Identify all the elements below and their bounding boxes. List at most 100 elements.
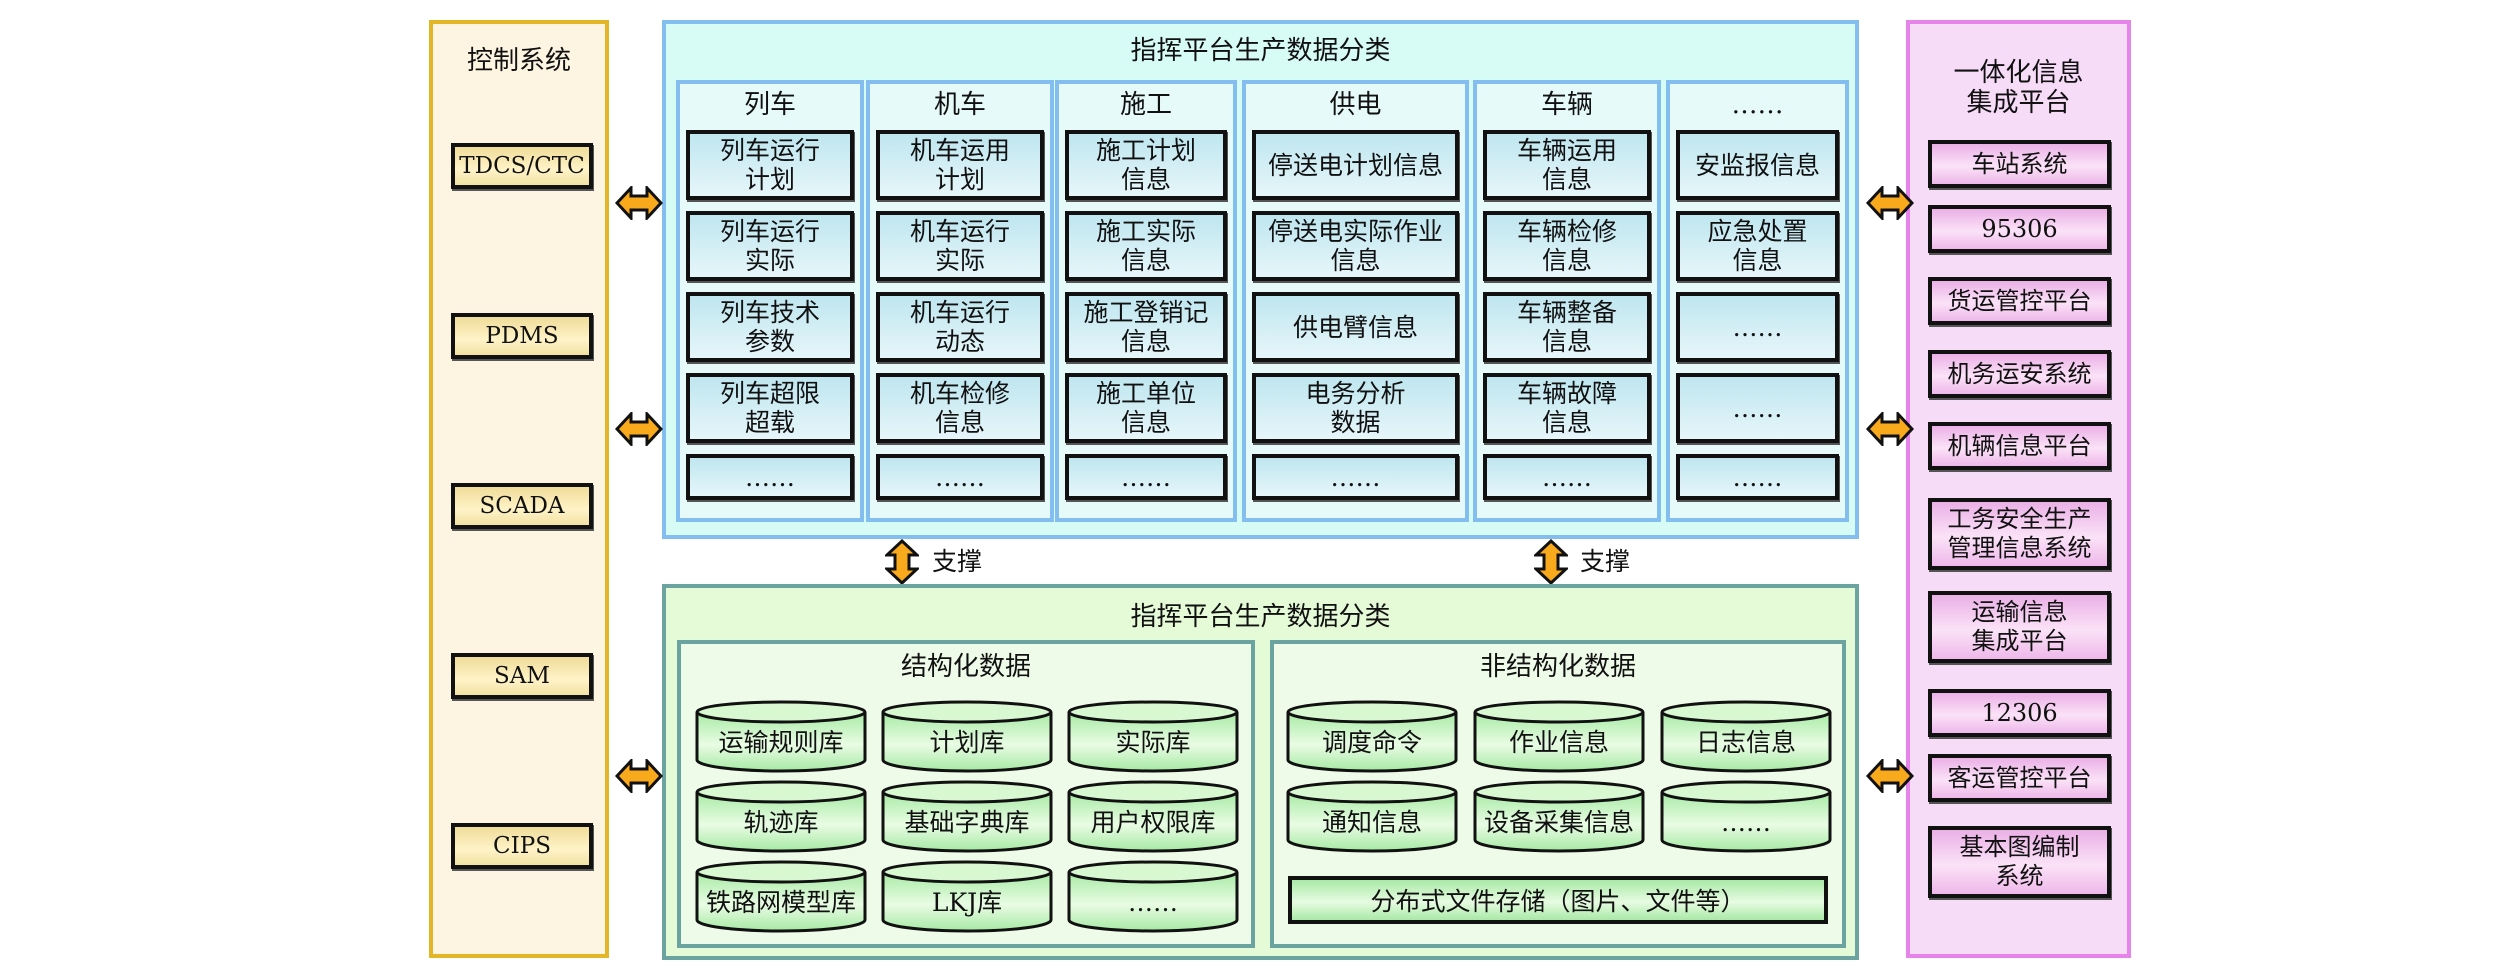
database-cylinder-icon <box>1286 700 1458 773</box>
control-system-cips: CIPS <box>451 823 593 869</box>
database-cylinder-icon <box>695 860 867 933</box>
database-item: 实际库 <box>1067 700 1239 774</box>
platform-item: 机辆信息平台 <box>1928 422 2111 470</box>
column-header: 列车 <box>743 90 796 120</box>
support-label: 支撑 <box>932 547 983 576</box>
support-label: 支撑 <box>1580 547 1631 576</box>
database-cylinder-icon <box>695 700 867 773</box>
database-label: …… <box>1721 808 1771 837</box>
category-column-train: 列车 列车运行 计划 列车运行 实际 列车技术 参数 列车超限 超载 …… <box>676 80 864 522</box>
category-item: …… <box>1252 454 1459 500</box>
database-item: …… <box>1067 860 1239 934</box>
database-item: …… <box>1660 780 1832 854</box>
category-item: 机车运用 计划 <box>876 130 1044 200</box>
platform-item: 基本图编制 系统 <box>1928 826 2111 898</box>
column-header: 机车 <box>933 90 986 120</box>
category-item: 供电臂信息 <box>1252 292 1459 362</box>
database-cylinder-icon <box>881 780 1053 853</box>
database-cylinder-icon <box>1473 780 1645 853</box>
control-systems-title: 控制系统 <box>466 46 571 76</box>
structured-data-title: 结构化数据 <box>900 652 1031 682</box>
database-item: 作业信息 <box>1473 700 1645 774</box>
platform-item: 运输信息 集成平台 <box>1928 591 2111 663</box>
database-label: 作业信息 <box>1508 728 1609 757</box>
database-cylinder-icon <box>1286 780 1458 853</box>
category-item: 安监报信息 <box>1676 130 1839 200</box>
category-item: 车辆整备 信息 <box>1483 292 1651 362</box>
control-system-scada: SCADA <box>451 483 593 529</box>
database-label: …… <box>1128 888 1178 917</box>
platform-item: 95306 <box>1928 205 2111 253</box>
structured-data-box: 结构化数据 运输规则库 计划库 实际库轨迹库 基础字典库 用户权限库铁路网模型库 LKJ库… <box>677 640 1255 948</box>
database-item: 运输规则库 <box>695 700 867 774</box>
data-storage-panel: 指挥平台生产数据分类 结构化数据 运输规则库 计划库 实际库轨迹库 基础字典库 用户权限… <box>662 584 1859 960</box>
database-label: 实际库 <box>1115 728 1191 757</box>
database-item: 设备采集信息 <box>1473 780 1645 854</box>
distributed-file-storage: 分布式文件存储（图片、文件等） <box>1288 876 1828 924</box>
database-item: 基础字典库 <box>881 780 1053 854</box>
bidirectional-arrow-icon <box>1866 759 1914 793</box>
category-column-more: …… 安监报信息 应急处置 信息 …… …… …… <box>1666 80 1849 522</box>
database-label: 通知信息 <box>1321 808 1422 837</box>
integrated-platform-title: 一体化信息 集成平台 <box>1953 58 2084 118</box>
database-label: 运输规则库 <box>718 728 844 757</box>
control-system-tdcs-ctc: TDCS/CTC <box>451 143 593 189</box>
control-system-pdms: PDMS <box>451 313 593 359</box>
database-cylinder-icon <box>1473 700 1645 773</box>
category-column-construction: 施工 施工计划 信息 施工实际 信息 施工登销记 信息 施工单位 信息 …… <box>1055 80 1237 522</box>
category-item: 机车运行 动态 <box>876 292 1044 362</box>
integrated-info-platform-panel: 一体化信息 集成平台 车站系统 95306 货运管控平台 机务运安系统 机辆信息… <box>1906 20 2131 958</box>
database-label: 铁路网模型库 <box>705 888 856 917</box>
database-cylinder-icon <box>1660 700 1832 773</box>
database-item: 通知信息 <box>1286 780 1458 854</box>
bottom-panel-title: 指挥平台生产数据分类 <box>1130 602 1391 632</box>
category-item: 施工实际 信息 <box>1065 211 1227 281</box>
category-item: 车辆检修 信息 <box>1483 211 1651 281</box>
database-cylinder-icon <box>881 700 1053 773</box>
platform-item: 货运管控平台 <box>1928 277 2111 325</box>
database-cylinder-icon <box>881 860 1053 933</box>
database-label: LKJ库 <box>931 888 1003 917</box>
production-data-category-panel: 指挥平台生产数据分类 列车 列车运行 计划 列车运行 实际 列车技术 参数 列车… <box>662 20 1859 539</box>
support-arrow-icon <box>885 539 919 585</box>
category-item: …… <box>1676 373 1839 443</box>
category-column-power-supply: 供电 停送电计划信息 停送电实际作业 信息 供电臂信息 电务分析 数据 …… <box>1242 80 1469 522</box>
category-item: …… <box>1065 454 1227 500</box>
database-item: 用户权限库 <box>1067 780 1239 854</box>
category-item: 应急处置 信息 <box>1676 211 1839 281</box>
category-item: …… <box>1483 454 1651 500</box>
platform-item: 工务安全生产 管理信息系统 <box>1928 498 2111 570</box>
category-item: 电务分析 数据 <box>1252 373 1459 443</box>
unstructured-data-title: 非结构化数据 <box>1479 652 1636 682</box>
database-item: 计划库 <box>881 700 1053 774</box>
category-item: 车辆运用 信息 <box>1483 130 1651 200</box>
category-item: 机车运行 实际 <box>876 211 1044 281</box>
database-label: 调度命令 <box>1321 728 1422 757</box>
database-item: 轨迹库 <box>695 780 867 854</box>
database-item: 调度命令 <box>1286 700 1458 774</box>
category-item: 列车运行 实际 <box>686 211 854 281</box>
database-label: 基础字典库 <box>904 808 1030 837</box>
database-item: 日志信息 <box>1660 700 1832 774</box>
category-item: 机车检修 信息 <box>876 373 1044 443</box>
column-header: 施工 <box>1119 90 1172 120</box>
category-column-locomotive: 机车 机车运用 计划 机车运行 实际 机车运行 动态 机车检修 信息 …… <box>866 80 1054 522</box>
database-label: 用户权限库 <box>1090 808 1216 837</box>
category-item: 施工计划 信息 <box>1065 130 1227 200</box>
database-item: LKJ库 <box>881 860 1053 934</box>
control-system-sam: SAM <box>451 653 593 699</box>
platform-item: 12306 <box>1928 689 2111 737</box>
category-item: 施工登销记 信息 <box>1065 292 1227 362</box>
database-label: 计划库 <box>929 728 1005 757</box>
platform-item: 车站系统 <box>1928 140 2111 188</box>
category-item: …… <box>1676 292 1839 362</box>
database-item: 铁路网模型库 <box>695 860 867 934</box>
column-header: …… <box>1731 90 1784 120</box>
category-item: 车辆故障 信息 <box>1483 373 1651 443</box>
platform-item: 机务运安系统 <box>1928 350 2111 398</box>
platform-item: 客运管控平台 <box>1928 754 2111 802</box>
column-header: 车辆 <box>1540 90 1593 120</box>
database-cylinder-icon <box>1067 860 1239 933</box>
category-item: …… <box>686 454 854 500</box>
category-item: 列车运行 计划 <box>686 130 854 200</box>
